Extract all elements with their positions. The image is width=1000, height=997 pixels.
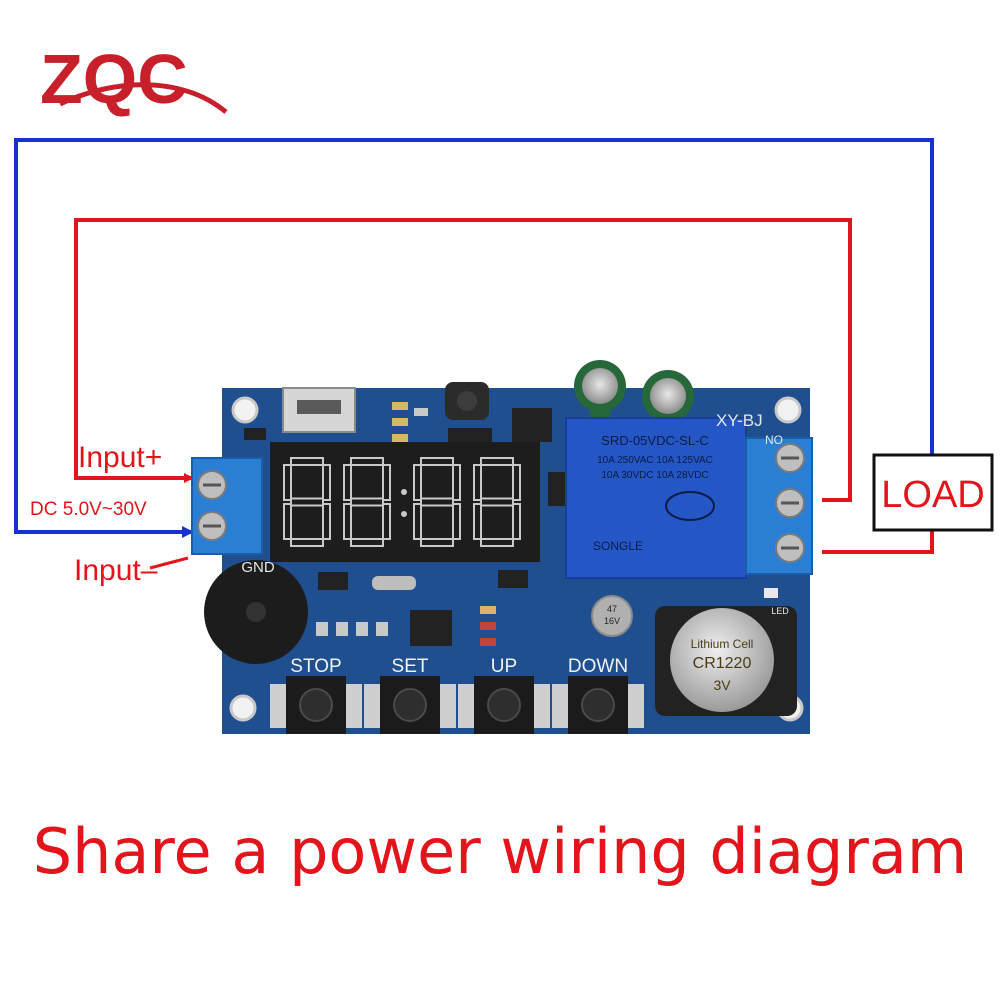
svg-text:10A 30VDC 10A 28VDC: 10A 30VDC 10A 28VDC — [601, 470, 708, 481]
small-capacitor: 47 16V — [591, 595, 633, 637]
wires — [14, 138, 934, 570]
button-set[interactable]: SET — [364, 656, 456, 734]
svg-text:3V: 3V — [713, 677, 731, 693]
ic-chip — [512, 408, 552, 442]
button-label: UP — [491, 656, 517, 677]
button-label: SET — [392, 656, 429, 677]
coin-battery-holder: Lithium Cell CR1220 3V — [655, 606, 797, 716]
pcb-board: 47 16V — [191, 360, 813, 734]
wire-positive — [74, 218, 852, 502]
transistor-q2 — [498, 570, 528, 588]
caption: Share a power wiring diagram — [32, 815, 968, 888]
electrolytic-capacitor — [642, 370, 694, 422]
gnd-label: GND — [241, 559, 275, 576]
coin-battery — [670, 608, 774, 712]
brand-logo: ZQC — [40, 40, 228, 118]
transistor-q1 — [318, 572, 348, 590]
wire-load-return — [822, 530, 934, 554]
button-up[interactable]: UP — [458, 656, 550, 734]
load-box: LOAD — [872, 453, 994, 532]
mounting-hole — [231, 396, 259, 424]
load-label: LOAD — [881, 474, 984, 516]
mounting-hole — [774, 396, 802, 424]
ic-chip — [410, 610, 452, 646]
logo-text: ZQC — [40, 40, 188, 118]
svg-text:10A 250VAC 10A 125VAC: 10A 250VAC 10A 125VAC — [597, 455, 713, 466]
svg-text:47: 47 — [607, 604, 617, 614]
input-minus-label: Input– — [74, 554, 158, 587]
relay-brand: SONGLE — [593, 539, 643, 553]
input-terminal — [191, 457, 263, 555]
wire-negative — [14, 138, 934, 538]
svg-text:16V: 16V — [604, 616, 620, 626]
status-led — [764, 588, 778, 598]
led-label: LED — [771, 606, 789, 616]
electrolytic-capacitor — [574, 360, 626, 424]
button-down[interactable]: DOWN — [552, 656, 644, 734]
button-label: DOWN — [568, 656, 628, 677]
crystal-x1 — [372, 576, 416, 590]
input-plus-label: Input+ — [78, 441, 162, 474]
button-label: STOP — [290, 656, 341, 677]
svg-text:Lithium Cell: Lithium Cell — [691, 637, 754, 651]
relay-output-terminal — [745, 437, 813, 575]
button-stop[interactable]: STOP — [270, 656, 362, 734]
diode-d1 — [548, 472, 568, 506]
seven-segment-display — [270, 442, 540, 562]
relay: SRD-05VDC-SL-C 10A 250VAC 10A 125VAC 10A… — [565, 417, 747, 579]
buzzer — [204, 560, 308, 664]
input-minus-arrow — [149, 556, 189, 570]
board-model-label: XY-BJ — [716, 411, 763, 430]
no-label: NO — [765, 433, 783, 447]
mounting-hole — [229, 694, 257, 722]
logo-swoosh — [58, 82, 228, 114]
button-row: STOP SET UP DOWN — [270, 656, 644, 734]
relay-model: SRD-05VDC-SL-C — [601, 433, 709, 448]
svg-text:CR1220: CR1220 — [693, 655, 752, 672]
voltage-label: DC 5.0V~30V — [30, 499, 147, 520]
